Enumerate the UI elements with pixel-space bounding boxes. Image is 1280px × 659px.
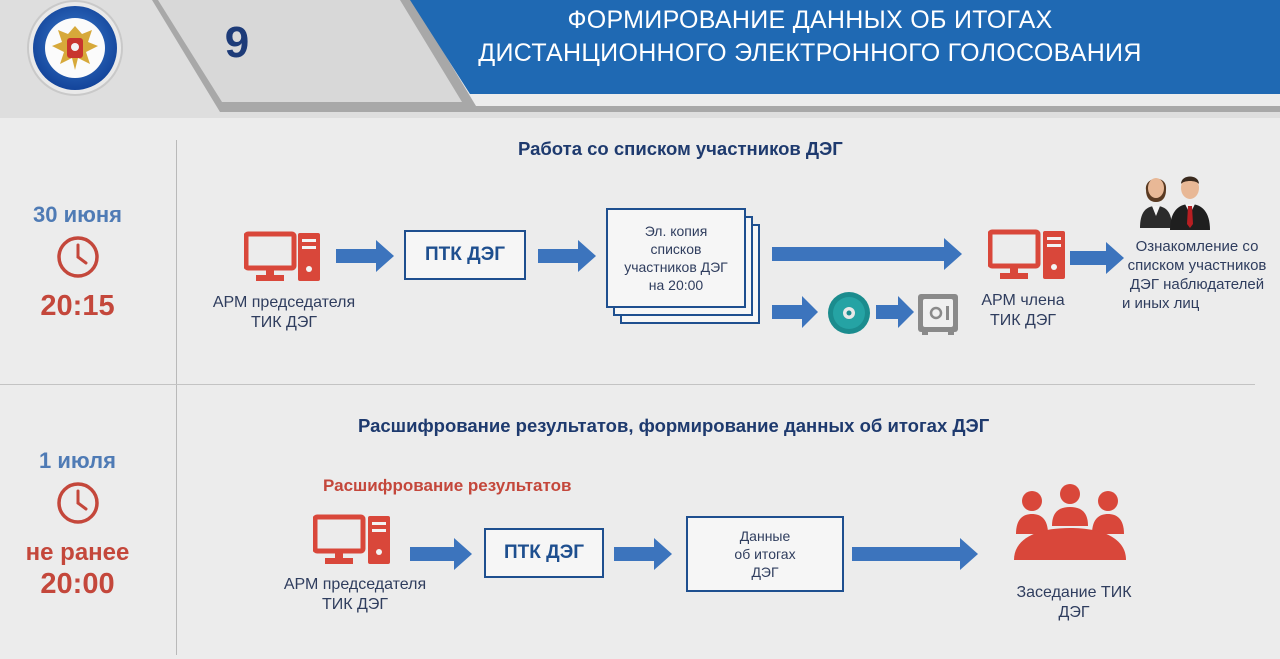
page-title-line2: ДИСТАНЦИОННОГО ЭЛЕКТРОННОГО ГОЛОСОВАНИЯ — [478, 39, 1142, 67]
section2-title: Расшифрование результатов, формирование … — [358, 415, 990, 436]
section1-title: Работа со списком участников ДЭГ — [518, 138, 843, 159]
computer-icon — [312, 514, 393, 571]
timeline-divider — [176, 140, 177, 655]
page-title-line1: ФОРМИРОВАНИЕ ДАННЫХ ОБ ИТОГАХ — [567, 6, 1053, 34]
section2-time-line1: не ранее — [25, 539, 130, 566]
section2-date: 1 июля — [39, 448, 116, 473]
list-copy-stack: Эл. копия списков участников ДЭГ на 20:0… — [606, 208, 762, 326]
decrypt-label: Расшифрование результатов — [323, 476, 572, 495]
safe-icon — [916, 292, 960, 341]
arrow-4 — [772, 296, 818, 328]
arrow-8 — [614, 538, 672, 570]
ptk-box-2: ПТК ДЭГ — [484, 528, 604, 578]
list-copy-text: Эл. копия списков участников ДЭГ на 20:0… — [624, 223, 728, 293]
header: 9 ФОРМИРОВАНИЕ ДАННЫХ ОБ ИТОГАХ ДИСТАНЦИ… — [0, 0, 1280, 118]
section-divider — [0, 384, 1255, 385]
arrow-3 — [772, 238, 962, 270]
results-data-box: Данные об итогах ДЭГ — [686, 516, 844, 592]
familiarization-caption: Ознакомление со списком участников ДЭГ н… — [1122, 238, 1267, 312]
meeting-icon — [1012, 484, 1128, 569]
arm-chair-caption: АРМ председателя ТИК ДЭГ — [212, 294, 356, 331]
arrow-2 — [538, 240, 596, 272]
arrow-7 — [410, 538, 472, 570]
arrow-9 — [852, 538, 978, 570]
section1-date: 30 июня — [32, 202, 123, 227]
page-title: ФОРМИРОВАНИЕ ДАННЫХ ОБ ИТОГАХ ДИСТАНЦИОН… — [440, 4, 1180, 70]
computer-icon — [243, 231, 322, 288]
clock-icon — [55, 480, 101, 526]
arm-member-caption: АРМ члена ТИК ДЭГ — [981, 292, 1065, 329]
arrow-6 — [1070, 242, 1124, 274]
disc-icon — [826, 290, 872, 341]
clock-icon — [55, 234, 101, 280]
arm-chair-caption-2: АРМ председателя ТИК ДЭГ — [283, 576, 427, 613]
arrow-5 — [876, 296, 914, 328]
ptk-box-1: ПТК ДЭГ — [404, 230, 526, 280]
computer-icon — [987, 229, 1068, 286]
cec-emblem-logo — [22, 0, 128, 100]
header-background — [0, 0, 1280, 118]
people-icon — [1138, 168, 1220, 237]
section1-time: 20:15 — [40, 290, 115, 322]
arrow-1 — [336, 240, 394, 272]
meeting-caption: Заседание ТИК ДЭГ — [1016, 584, 1132, 621]
section2-time-line2: 20:00 — [40, 568, 115, 600]
slide-number: 9 — [224, 18, 250, 67]
